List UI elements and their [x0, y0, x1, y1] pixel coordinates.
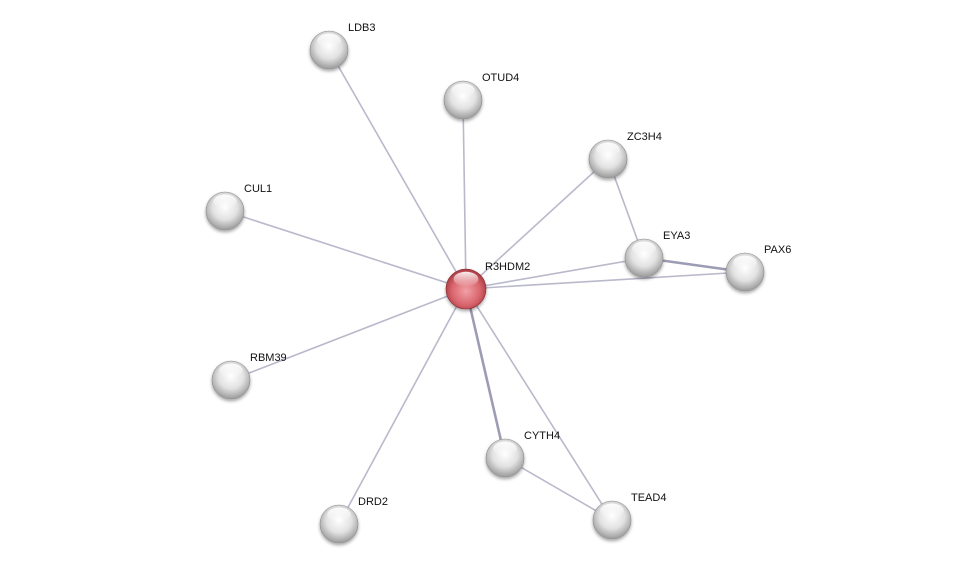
- node-label: ZC3H4: [627, 131, 662, 143]
- edge-cyth4-tead4[interactable]: [504, 457, 613, 521]
- node-label: RBM39: [250, 352, 287, 364]
- node-highlight: [213, 194, 237, 209]
- node-tead4[interactable]: TEAD4: [592, 492, 666, 540]
- node-label: LDB3: [348, 22, 376, 34]
- edge-r3hdm2-ldb3[interactable]: [328, 49, 467, 290]
- edge-r3hdm2-otud4[interactable]: [462, 99, 467, 290]
- node-label: R3HDM2: [485, 261, 530, 273]
- node-label: DRD2: [358, 496, 388, 508]
- node-pax6[interactable]: PAX6: [725, 244, 791, 292]
- edge-r3hdm2-cyth4[interactable]: [464, 288, 507, 459]
- node-label: PAX6: [764, 244, 791, 256]
- node-label: CYTH4: [524, 430, 560, 442]
- node-eya3[interactable]: EYA3: [624, 230, 690, 278]
- node-highlight: [600, 503, 624, 518]
- edge-r3hdm2-zc3h4[interactable]: [465, 158, 609, 290]
- node-label: EYA3: [663, 230, 690, 242]
- node-highlight: [451, 83, 475, 98]
- node-drd2[interactable]: DRD2: [319, 496, 388, 544]
- edge-r3hdm2-rbm39[interactable]: [230, 288, 467, 381]
- node-highlight: [327, 507, 351, 522]
- node-highlight: [632, 241, 656, 256]
- node-ldb3[interactable]: LDB3: [309, 22, 376, 70]
- node-r3hdm2[interactable]: R3HDM2: [445, 261, 530, 310]
- node-zc3h4[interactable]: ZC3H4: [588, 131, 662, 179]
- node-label: TEAD4: [631, 492, 666, 504]
- node-highlight: [493, 441, 517, 456]
- node-highlight: [453, 271, 479, 287]
- node-cyth4[interactable]: CYTH4: [485, 430, 560, 478]
- edge-r3hdm2-drd2[interactable]: [338, 288, 467, 525]
- node-cul1[interactable]: CUL1: [205, 183, 272, 231]
- edge-r3hdm2-eya3[interactable]: [465, 257, 645, 290]
- node-rbm39[interactable]: RBM39: [211, 352, 287, 400]
- edge-r3hdm2-tead4[interactable]: [465, 288, 613, 521]
- node-label: OTUD4: [482, 72, 519, 84]
- node-highlight: [219, 363, 243, 378]
- node-highlight: [733, 255, 757, 270]
- edge-r3hdm2-cul1[interactable]: [224, 210, 467, 290]
- edge-r3hdm2-pax6[interactable]: [465, 271, 746, 290]
- node-otud4[interactable]: OTUD4: [443, 72, 519, 120]
- node-highlight: [317, 33, 341, 48]
- node-highlight: [596, 142, 620, 157]
- nodes-layer: R3HDM2 LDB3OTUD4ZC3H4CUL1EYA3PAX6RBM39CYT…: [205, 22, 791, 544]
- node-label: CUL1: [244, 183, 272, 195]
